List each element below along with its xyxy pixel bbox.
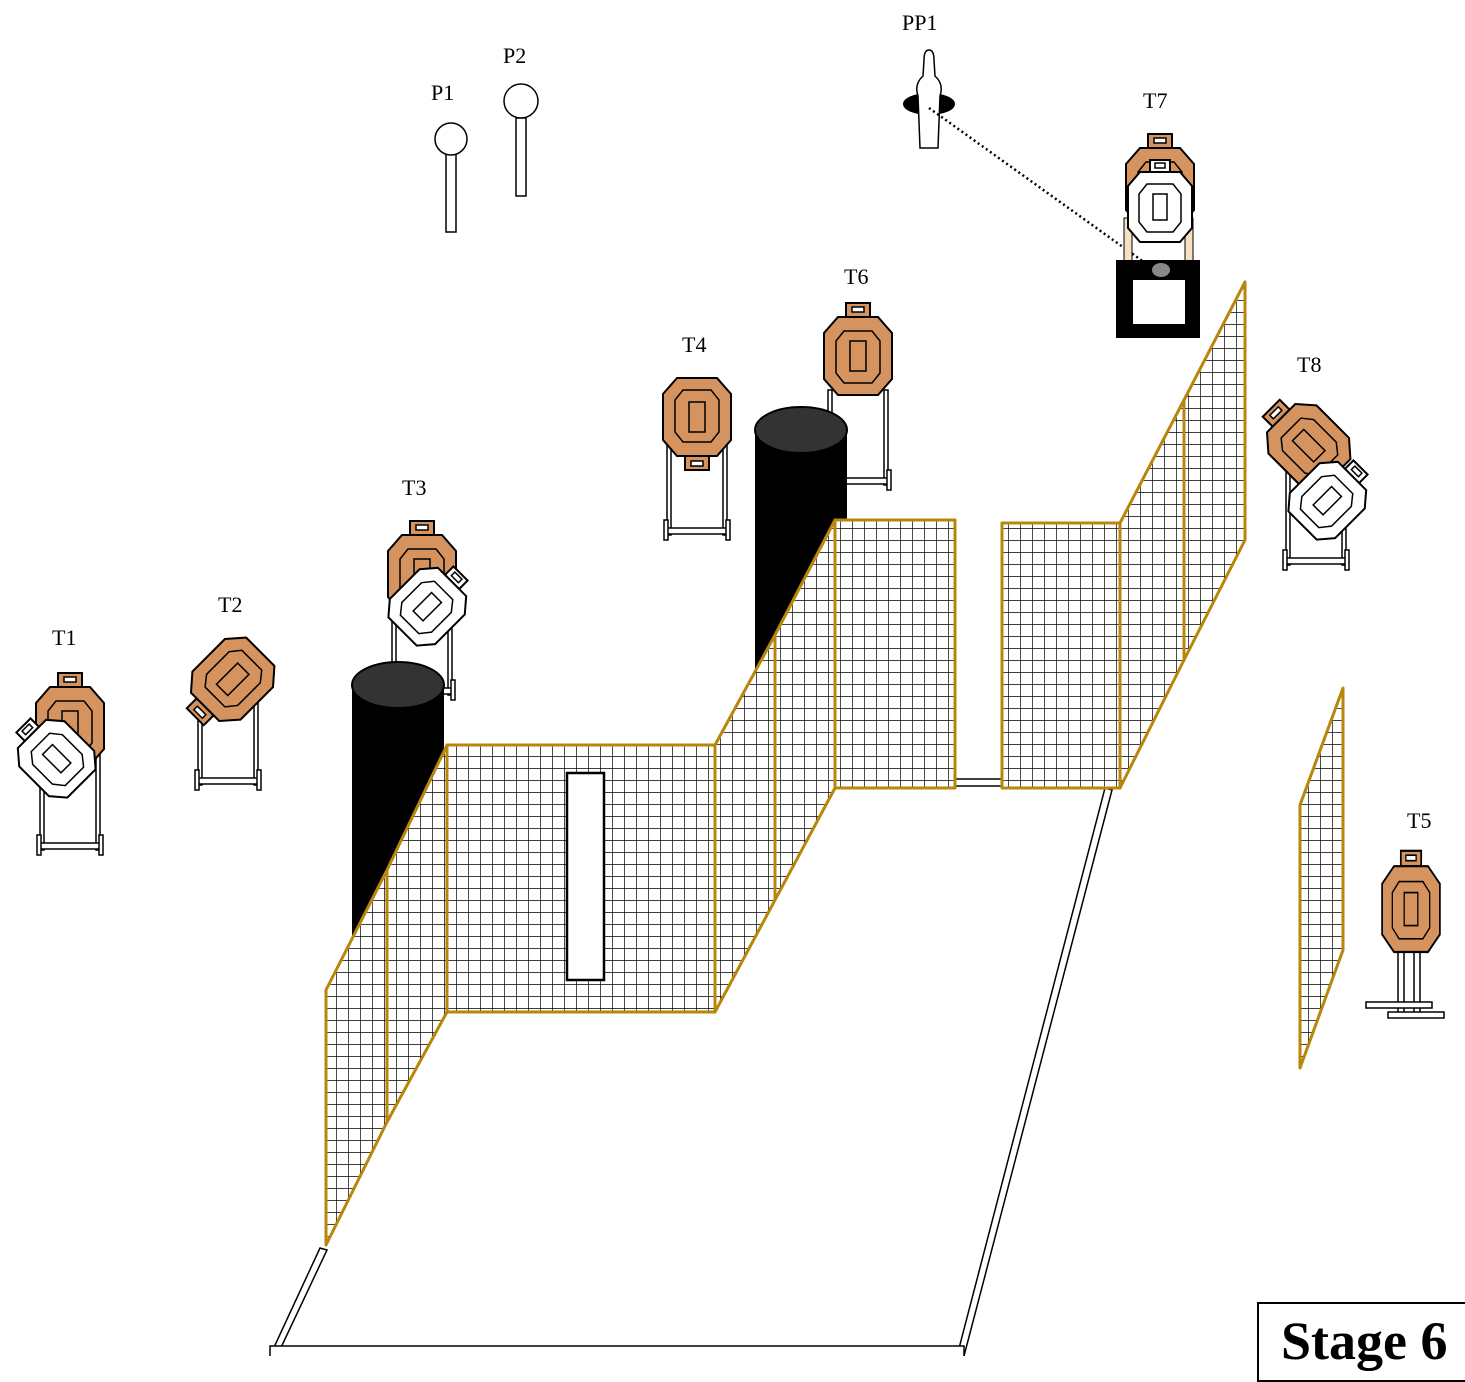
target-t2: [171, 628, 284, 790]
wall-back-left: [835, 520, 955, 788]
label-t4: T4: [682, 332, 706, 357]
wall-back-right: [1002, 523, 1120, 788]
target-t7: [1116, 134, 1200, 338]
window-port: [567, 773, 604, 980]
label-t7: T7: [1143, 88, 1167, 113]
pepper-popper-pp1: [903, 50, 1148, 265]
target-t4: [663, 378, 731, 540]
label-t8: T8: [1297, 352, 1321, 377]
popper-p2: [504, 84, 538, 196]
popper-p1: [435, 123, 467, 232]
label-t3: T3: [402, 475, 426, 500]
label-t5: T5: [1407, 808, 1431, 833]
label-pp1: PP1: [902, 10, 937, 35]
stage-title-box: Stage 6: [1257, 1302, 1465, 1382]
wall-far-right-1: [1120, 400, 1184, 788]
wall-isolated-right: [1300, 688, 1343, 1068]
label-p1: P1: [431, 80, 454, 105]
label-t6: T6: [844, 264, 868, 289]
wall-far-right-2: [1184, 282, 1245, 660]
target-t1: [1, 673, 104, 855]
label-p2: P2: [503, 43, 526, 68]
stage-title: Stage 6: [1281, 1314, 1447, 1368]
target-t5: [1366, 851, 1444, 1018]
wall-right-diag-1: [715, 635, 775, 1012]
target-t8: [1247, 384, 1383, 570]
label-t1: T1: [52, 625, 76, 650]
label-t2: T2: [218, 592, 242, 617]
